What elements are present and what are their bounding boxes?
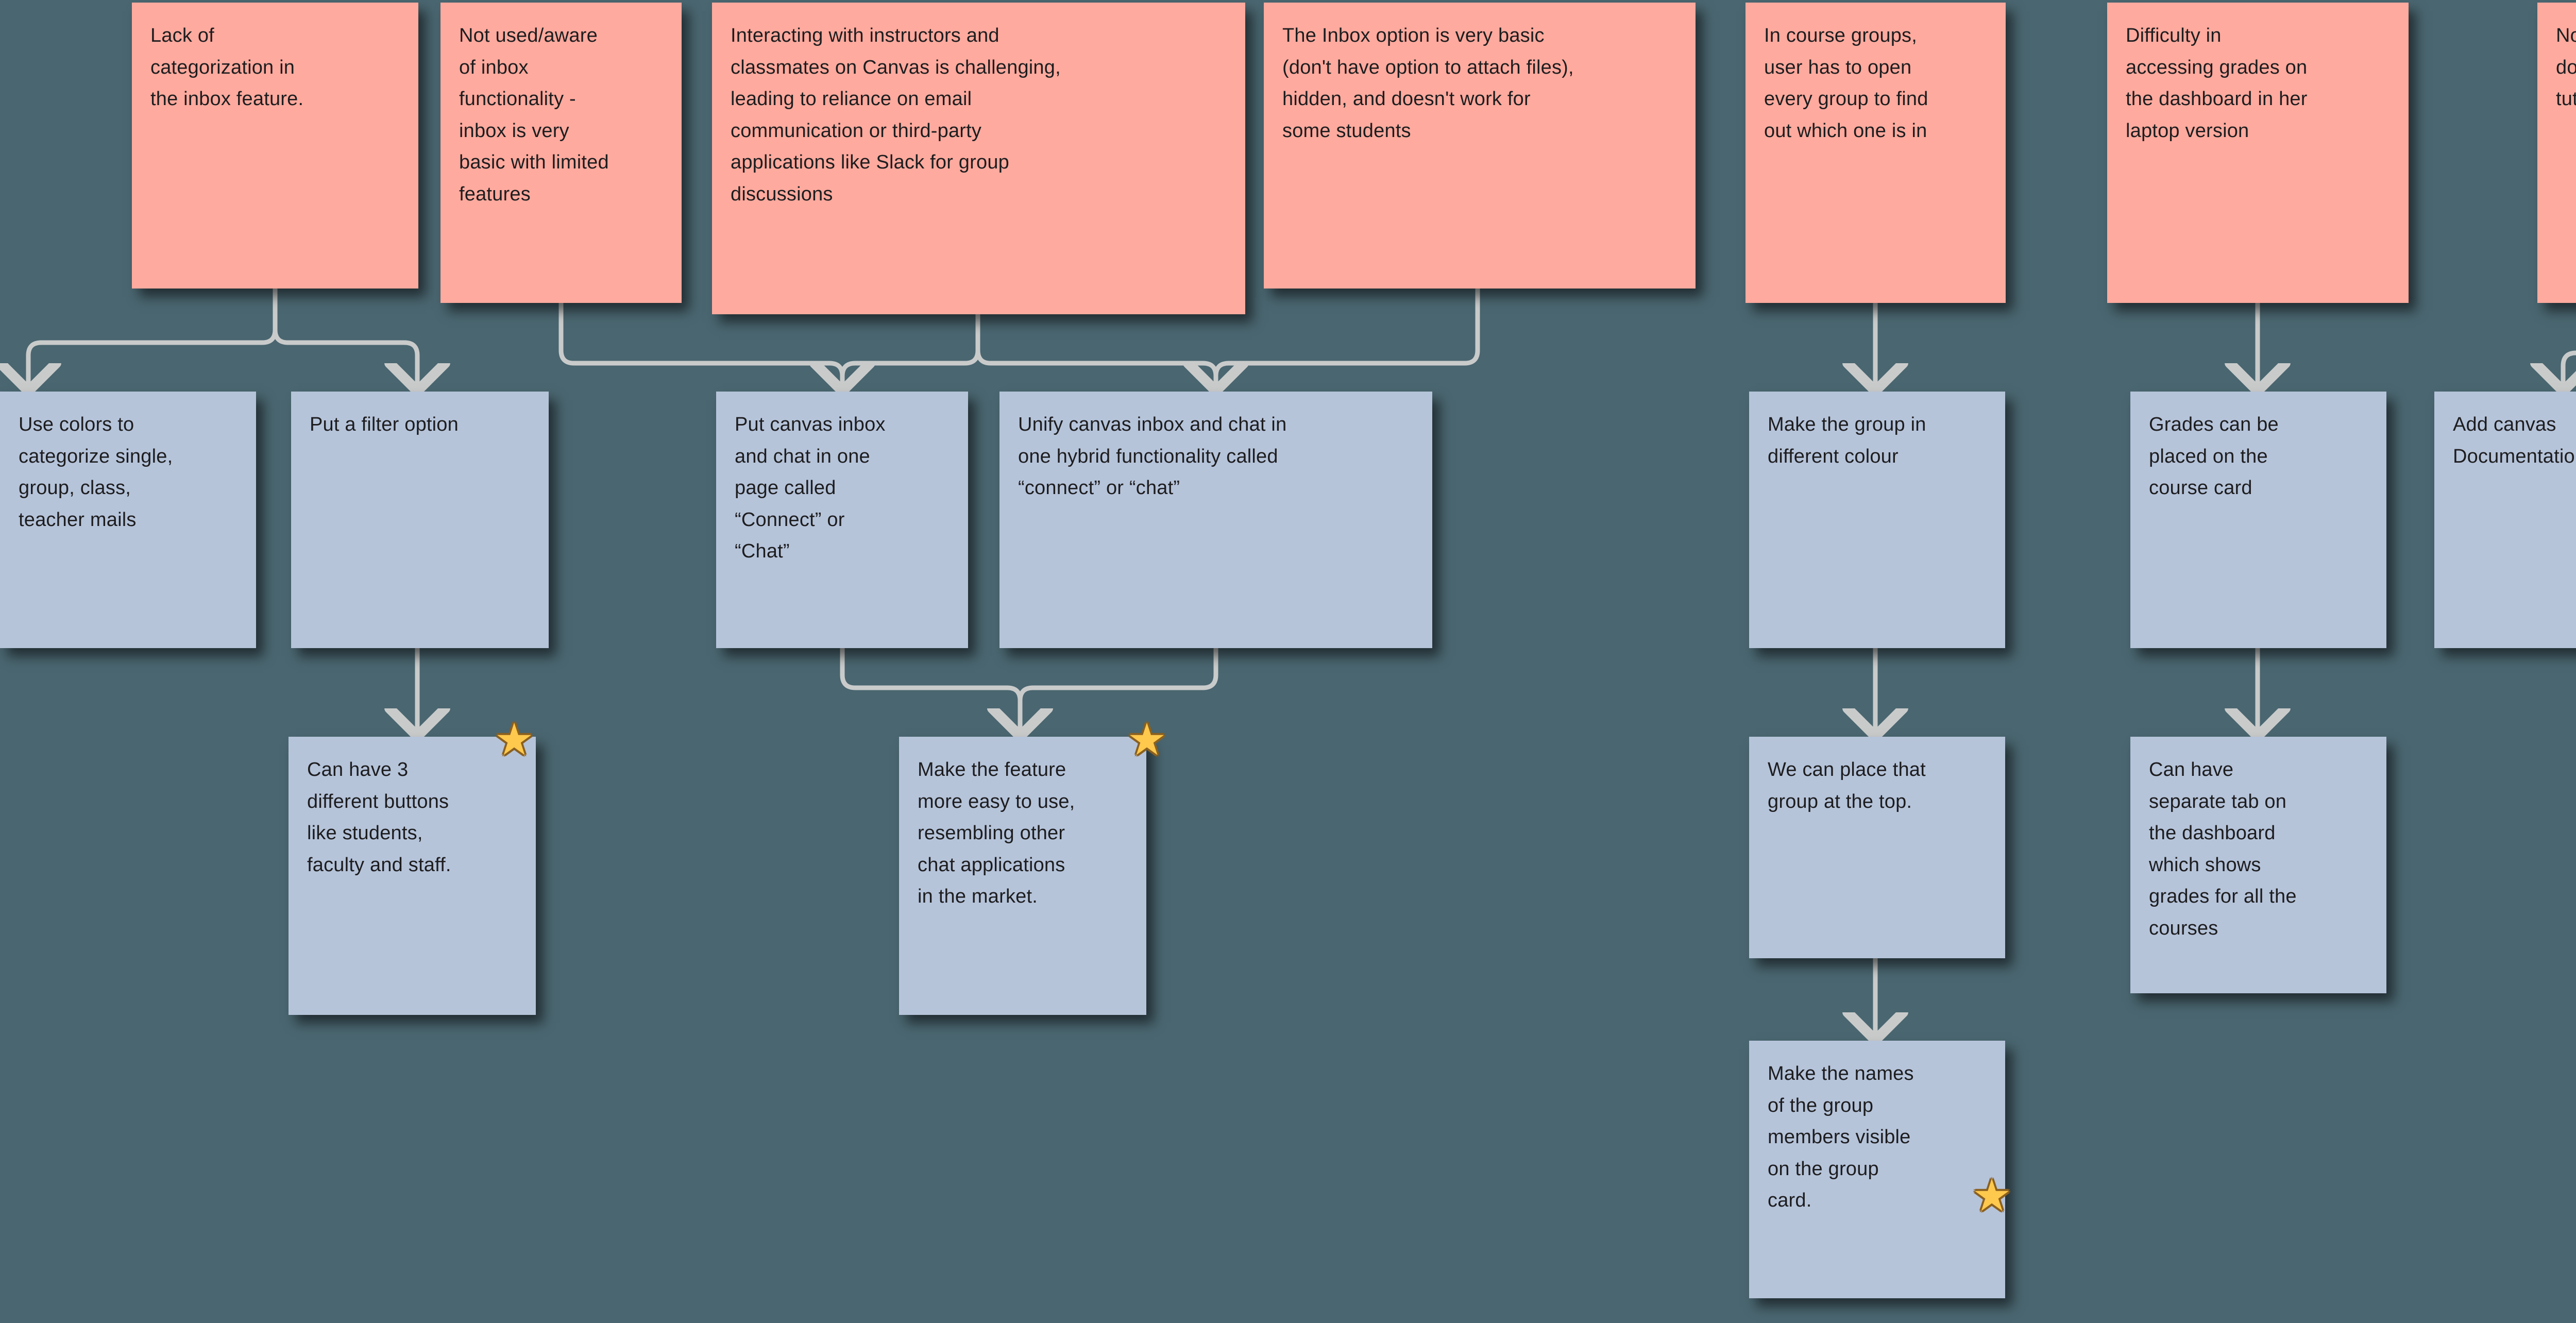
pain-point-card[interactable]: In course groups, user has to open every…	[1745, 3, 2006, 303]
solution-card[interactable]: Put a filter option	[291, 392, 549, 648]
pain-point-card[interactable]: No proper canvas documentation or tutori…	[2537, 3, 2576, 303]
solution-card[interactable]: Put canvas inbox and chat in one page ca…	[716, 392, 968, 648]
solution-card[interactable]: Can have separate tab on the dashboard w…	[2130, 737, 2386, 993]
solution-card[interactable]: Unify canvas inbox and chat in one hybri…	[999, 392, 1432, 648]
solution-card[interactable]: Make the group in different colour	[1749, 392, 2005, 648]
pain-point-card[interactable]: Interacting with instructors and classma…	[712, 3, 1245, 314]
solution-card[interactable]: Can have 3 different buttons like studen…	[289, 737, 536, 1015]
pain-point-card[interactable]: Not used/aware of inbox functionality - …	[440, 3, 682, 303]
solution-card[interactable]: Make the names of the group members visi…	[1749, 1041, 2005, 1298]
solution-card[interactable]: We can place that group at the top.	[1749, 737, 2005, 958]
pain-point-card[interactable]: The Inbox option is very basic (don't ha…	[1264, 3, 1696, 289]
solution-card[interactable]: Grades can be placed on the course card	[2130, 392, 2386, 648]
pain-point-card[interactable]: Difficulty in accessing grades on the da…	[2107, 3, 2409, 303]
solution-card[interactable]: Make the feature more easy to use, resem…	[899, 737, 1146, 1015]
solution-card[interactable]: Add canvas Documentation	[2434, 392, 2576, 648]
pain-point-card[interactable]: Lack of categorization in the inbox feat…	[132, 3, 418, 289]
solution-card[interactable]: Use colors to categorize single, group, …	[0, 392, 256, 648]
